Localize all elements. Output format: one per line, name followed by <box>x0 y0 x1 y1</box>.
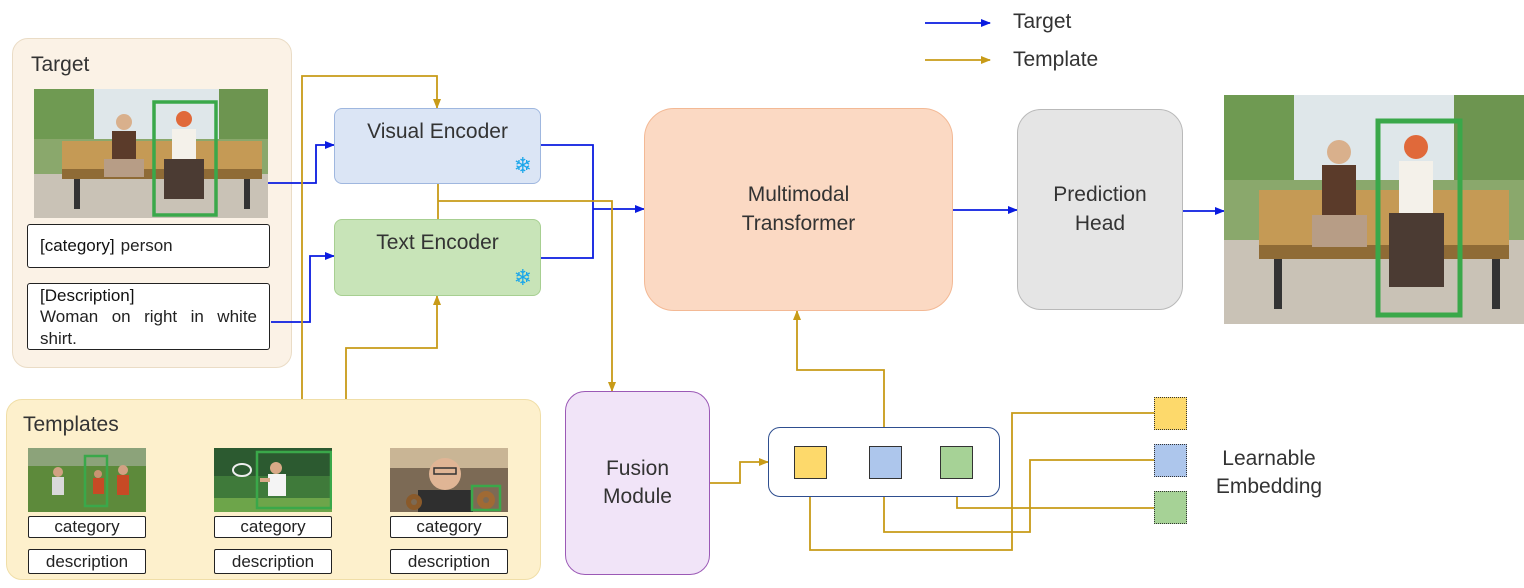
embedding-token-blue <box>869 446 902 479</box>
template-category-box-3: category <box>390 516 508 538</box>
prediction-head-label: Prediction Head <box>1053 183 1147 235</box>
fusion-module-label: Fusion Module <box>603 456 672 508</box>
multimodal-transformer-label: Multimodal Transformer <box>741 183 856 235</box>
arrow-encoders-to-fusion <box>437 184 612 391</box>
target-description-box: [Description] Woman on right in white sh… <box>27 283 270 350</box>
arrow-category-to-text <box>271 252 335 323</box>
template-image-3 <box>390 448 508 512</box>
target-category-box: [category] person <box>27 224 270 268</box>
multimodal-transformer: Multimodal Transformer <box>644 108 953 311</box>
template-category-box-1: category <box>28 516 146 538</box>
text-encoder: Text Encoder ❄ <box>334 219 541 296</box>
template-image-1 <box>28 448 146 512</box>
template-category-box-2: category <box>214 516 332 538</box>
legend-template-label: Template <box>1013 48 1099 71</box>
target-panel-title: Target <box>31 53 90 76</box>
description-text: Woman on right in white shirt. <box>40 307 257 349</box>
text-encoder-label: Text Encoder <box>376 231 499 254</box>
arrow-image-to-visual <box>268 141 335 184</box>
visual-encoder-label: Visual Encoder <box>367 120 508 143</box>
prediction-head: Prediction Head <box>1017 109 1183 310</box>
learnable-embedding-yellow <box>1154 397 1187 430</box>
template-image-2 <box>214 448 332 512</box>
learnable-embedding-blue <box>1154 444 1187 477</box>
template-description-box-1: description <box>28 549 146 574</box>
fusion-module: Fusion Module <box>565 391 710 575</box>
snowflake-icon: ❄ <box>513 153 532 178</box>
category-value: person <box>120 236 173 255</box>
description-tag: [Description] <box>40 286 135 305</box>
legend-target-label: Target <box>1013 10 1072 33</box>
category-tag: [category] <box>40 236 115 255</box>
arrow-learnable-blue <box>880 459 1154 533</box>
templates-panel-title: Templates <box>23 413 119 436</box>
arrow-fusion-to-embed <box>710 458 769 484</box>
arrow-embed-to-transformer <box>793 310 885 427</box>
learnable-embedding-green <box>1154 491 1187 524</box>
embedding-token-yellow <box>794 446 827 479</box>
arrow-templates-to-visual <box>301 75 441 399</box>
output-image <box>1224 95 1524 324</box>
snowflake-icon: ❄ <box>513 265 532 290</box>
template-description-box-2: description <box>214 549 332 574</box>
arrow-templates-to-text <box>345 295 441 399</box>
embedding-token-green <box>940 446 973 479</box>
target-image <box>34 89 268 218</box>
visual-encoder: Visual Encoder ❄ <box>334 108 541 184</box>
template-description-box-3: description <box>390 549 508 574</box>
learnable-embedding-label: Learnable Embedding <box>1215 447 1323 499</box>
arrow-learnable-yellow <box>806 412 1154 551</box>
